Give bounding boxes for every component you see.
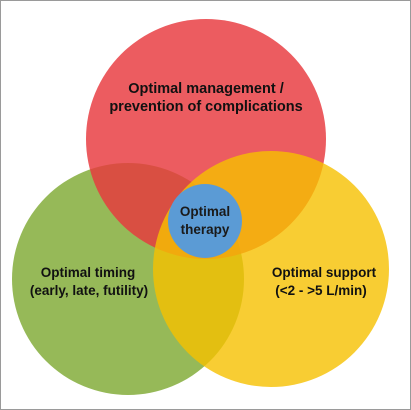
management-label-line1: Optimal management /	[128, 81, 284, 97]
timing-label-line1: Optimal timing	[41, 265, 136, 280]
support-label-line2: (<2 - >5 L/min)	[275, 283, 367, 298]
timing-label-line2: (early, late, futility)	[30, 283, 148, 298]
therapy-label-line2: therapy	[181, 222, 230, 237]
management-label-line2: prevention of complications	[109, 99, 302, 115]
support-label-line1: Optimal support	[272, 265, 377, 280]
therapy-label-line1: Optimal	[180, 204, 230, 219]
therapy-circle	[168, 184, 242, 258]
